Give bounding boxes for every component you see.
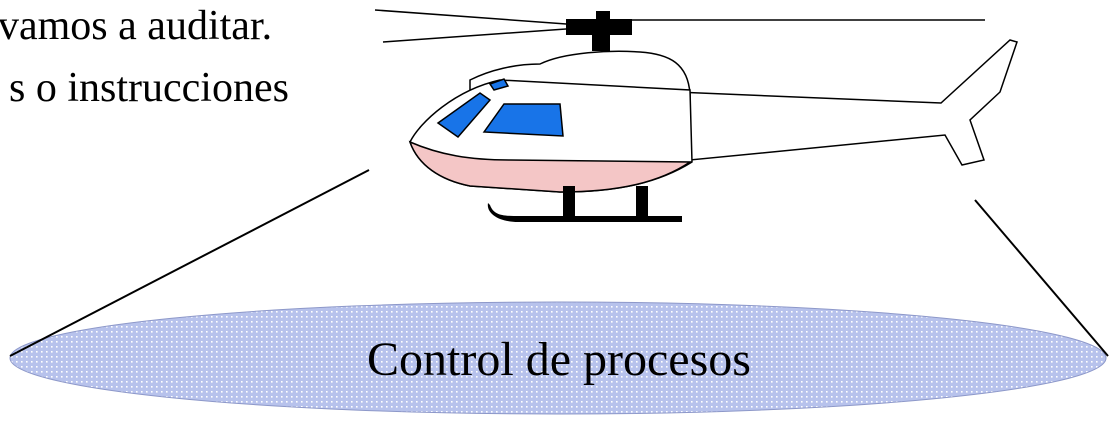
rotor-blade-lower	[383, 28, 580, 42]
process-control-label: Control de procesos	[367, 333, 751, 386]
rotor-hub	[566, 11, 632, 51]
rotor-blade-upper	[375, 10, 580, 25]
helicopter-tail	[676, 40, 1017, 165]
process-control-field: Control de procesos	[10, 302, 1106, 414]
helicopter-icon	[375, 10, 1017, 222]
